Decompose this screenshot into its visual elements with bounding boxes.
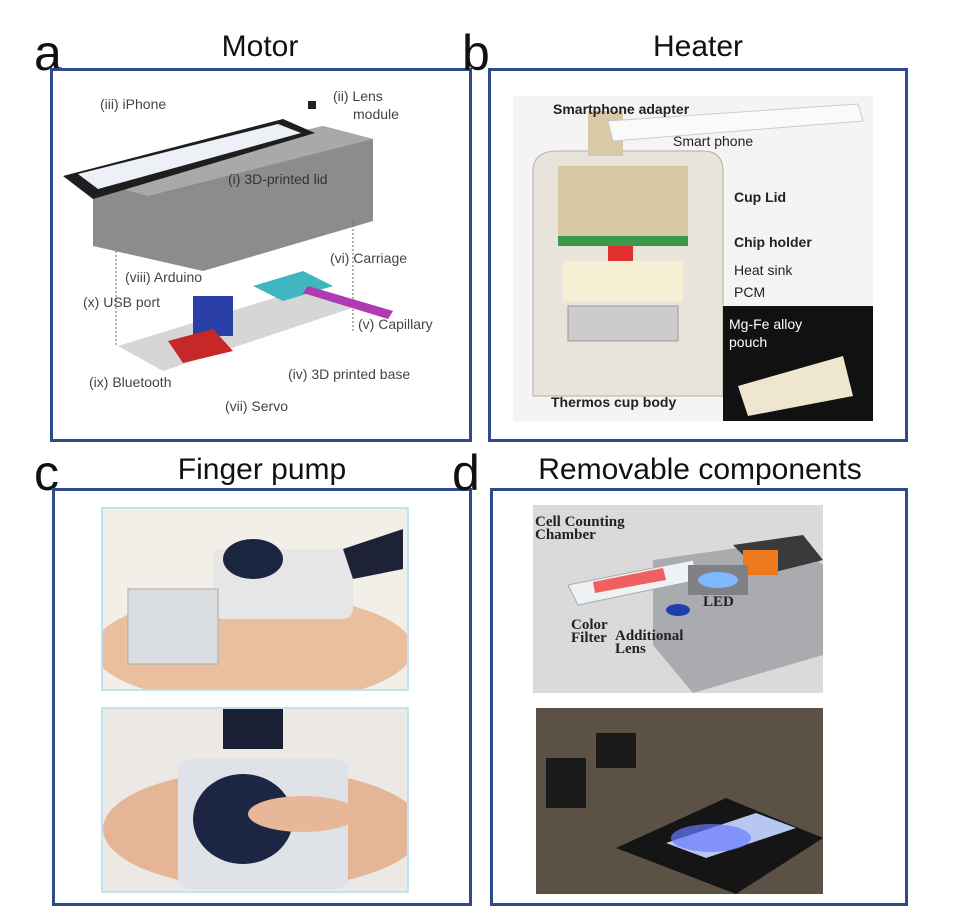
label-smartphone-adapter: Smartphone adapter (553, 101, 690, 117)
panel-title-a: Motor (221, 30, 299, 63)
label-bluetooth: (ix) Bluetooth (89, 374, 172, 390)
label-thermos-cup-body: Thermos cup body (551, 394, 677, 410)
panel-b-box: Smartphone adapter Smart phone Cup Lid C… (488, 68, 908, 442)
label-chip-holder: Chip holder (734, 234, 812, 250)
label-filter: Filter (571, 630, 607, 646)
panel-title-d: Removable components (538, 453, 862, 486)
label-lens: (ii) Lens (333, 88, 383, 104)
heater-device-illustration (513, 96, 873, 421)
finger-pump-photo-top (101, 507, 409, 691)
label-usb-port: (x) USB port (83, 294, 161, 310)
label-3d-printed-base: (iv) 3D printed base (288, 366, 411, 382)
label-additional: Additional (615, 628, 684, 644)
panel-d-box: Cell Counting Chamber LED Color Filter A… (490, 488, 908, 906)
motor-device-illustration (63, 101, 393, 371)
removable-components-diagram: Cell Counting Chamber LED Color Filter A… (533, 505, 823, 693)
label-cell-counting: Cell Counting (535, 514, 625, 530)
label-3d-printed-lid: (i) 3D-printed lid (228, 171, 328, 187)
label-lens: Lens (615, 641, 646, 657)
label-smart-phone: Smart phone (673, 133, 754, 149)
label-pcm: PCM (734, 284, 766, 300)
finger-pump-photo-bottom (101, 707, 409, 893)
label-arduino: (viii) Arduino (125, 269, 203, 285)
removable-components-photo (536, 708, 823, 894)
label-led: LED (703, 594, 734, 610)
panel-a-box: (iii) iPhone (ii) Lens module (i) 3D-pri… (50, 68, 472, 442)
panel-title-b: Heater (652, 30, 744, 63)
panel-letter-b: b (462, 25, 490, 81)
label-carriage: (vi) Carriage (330, 250, 408, 266)
panel-letter-d: d (452, 445, 480, 501)
panel-c-box (52, 488, 472, 906)
label-color: Color (571, 617, 608, 633)
label-servo: (vii) Servo (225, 398, 289, 414)
label-capillary: (v) Capillary (358, 316, 433, 332)
label-chamber: Chamber (535, 527, 596, 543)
label-cup-lid: Cup Lid (734, 189, 787, 205)
label-iphone: (iii) iPhone (100, 96, 167, 112)
label-lens-module: module (353, 106, 399, 122)
panel-title-c: Finger pump (177, 453, 347, 486)
label-heat-sink: Heat sink (734, 262, 793, 278)
label-pouch: pouch (729, 334, 768, 350)
label-mg-fe-alloy: Mg-Fe alloy (729, 316, 803, 332)
